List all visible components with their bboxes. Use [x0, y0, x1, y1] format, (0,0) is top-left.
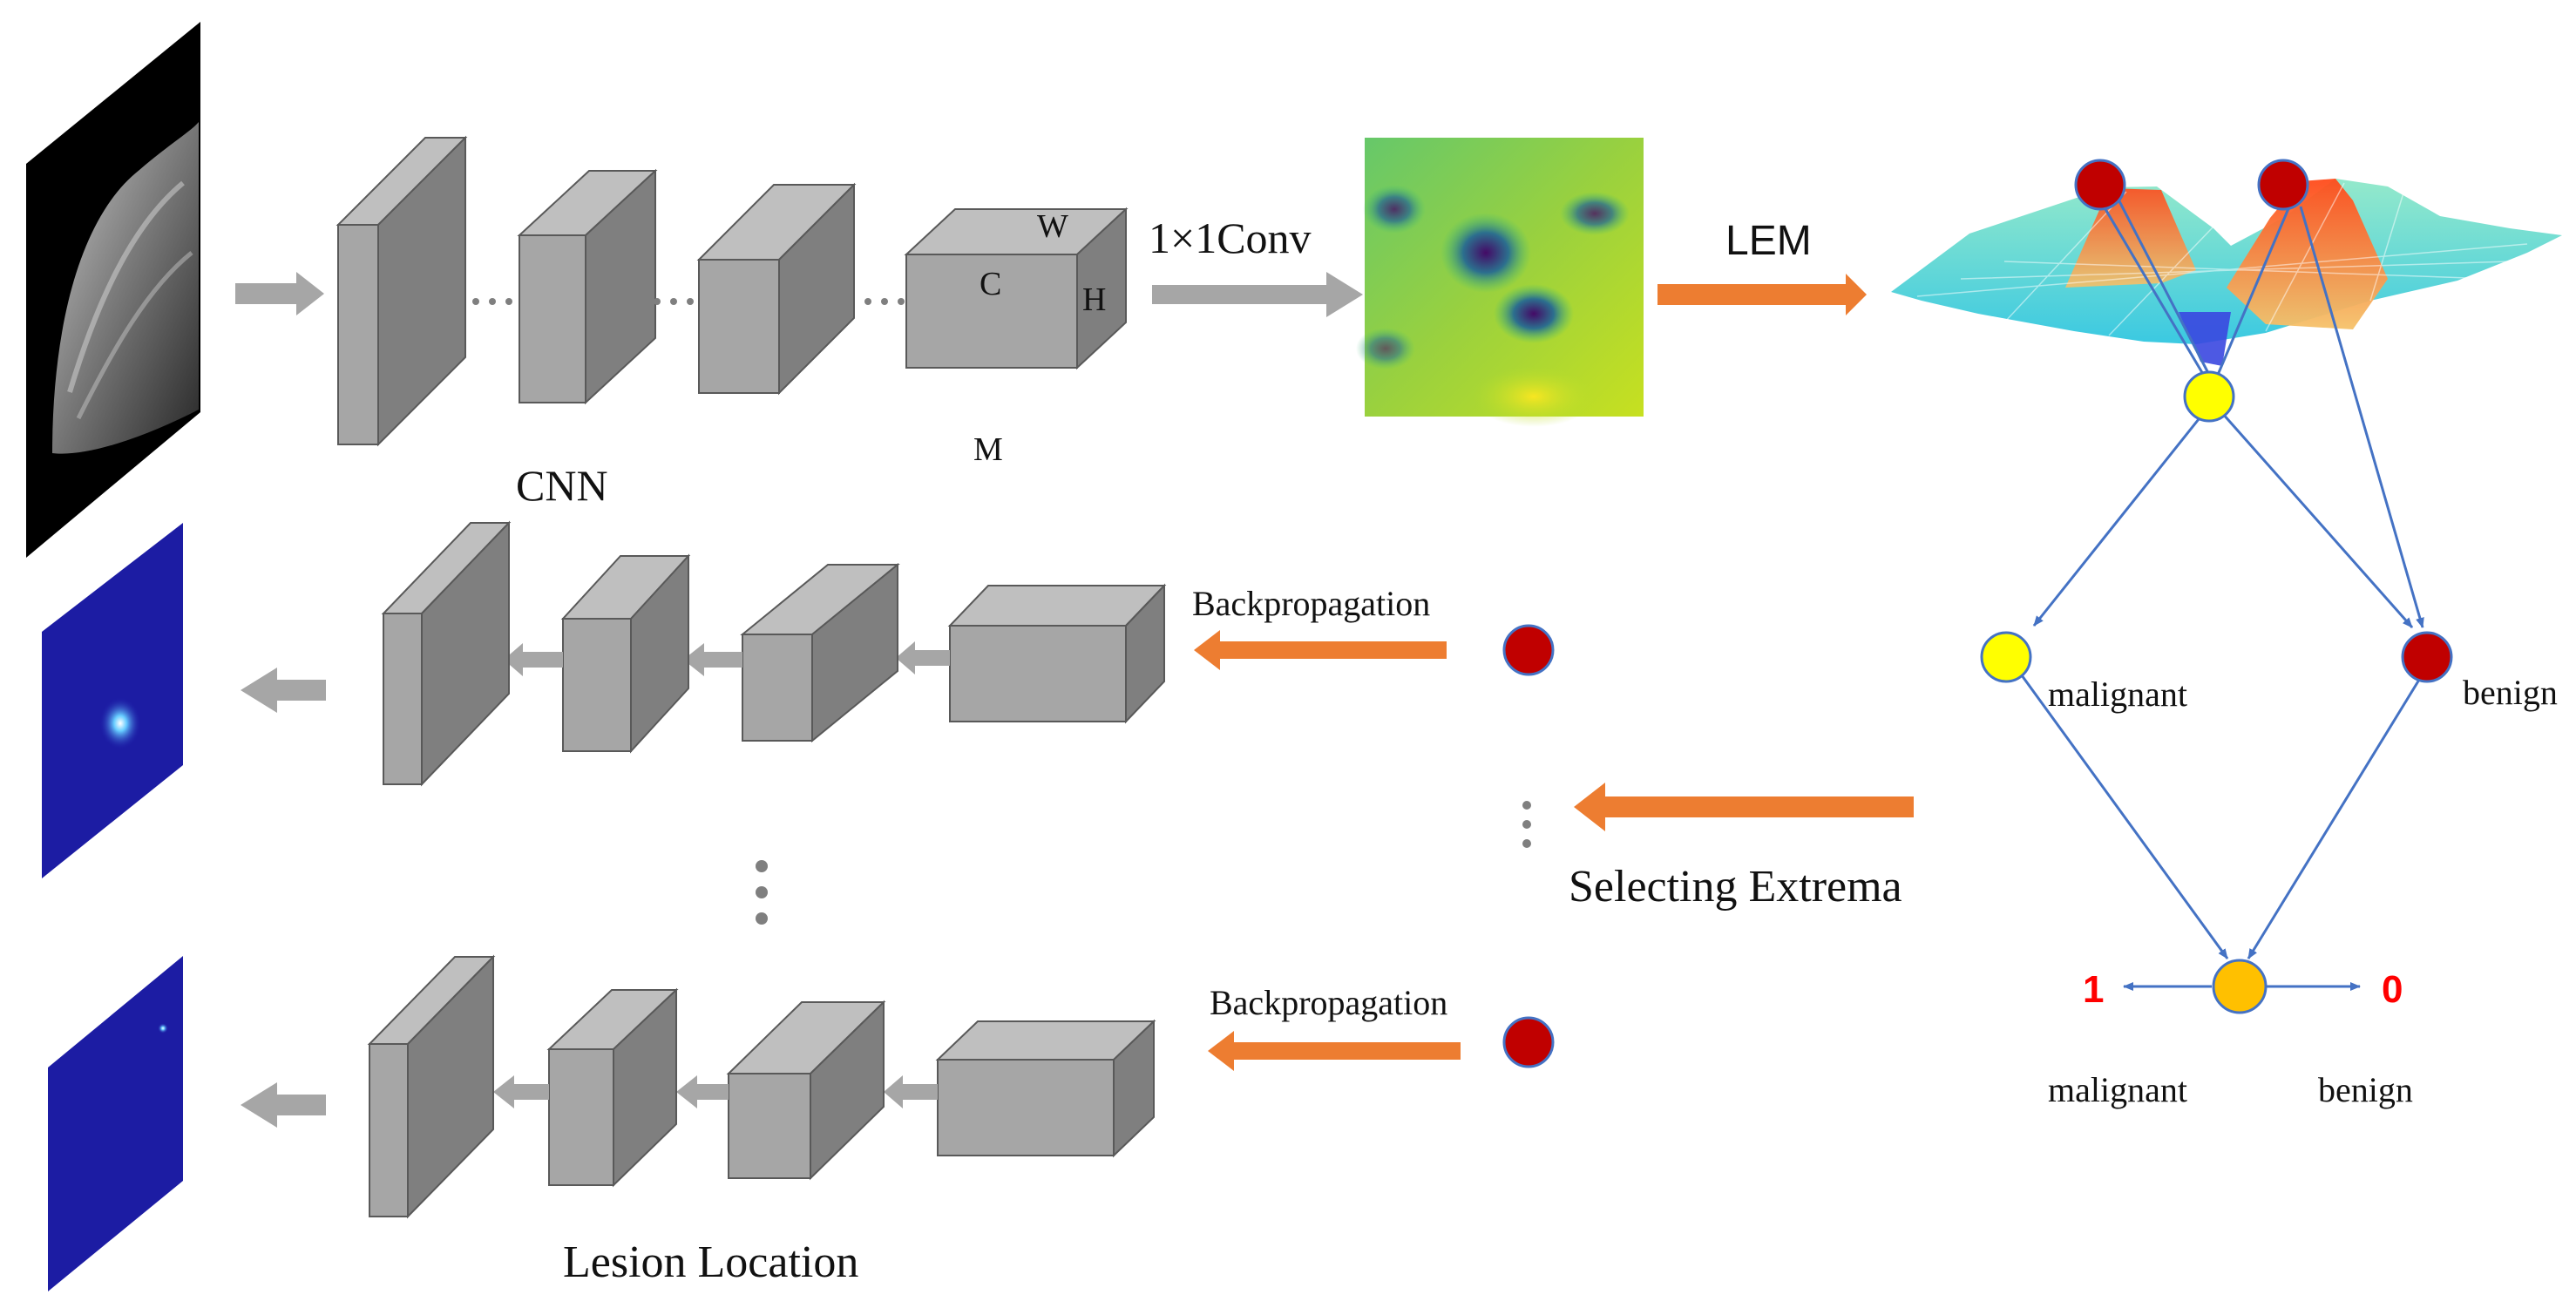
- decoder-block-top-1: [381, 520, 512, 787]
- output-one-label: 1: [2083, 968, 2104, 1011]
- activation-heatmap: [1356, 138, 1644, 427]
- decoder-arrow-bottom-1: [493, 1075, 549, 1108]
- lesion-heatmap-bottom: [48, 956, 183, 1291]
- conv-arrow: [1152, 272, 1363, 317]
- feature-width-label: W: [1037, 208, 1068, 245]
- graph-node-benign: [2401, 631, 2453, 683]
- backprop-bottom-label: Backpropagation: [1210, 983, 1447, 1022]
- decision-graph-edges: [2020, 199, 2424, 991]
- decoder-block-top-3: [740, 562, 900, 743]
- graph-node-yellow-top: [2183, 370, 2235, 423]
- branch-ellipsis: [756, 860, 768, 925]
- graph-node-malignant: [1980, 631, 2032, 683]
- lesion-heatmap-top: [42, 523, 183, 878]
- decoder-block-top-2: [560, 553, 691, 754]
- cnn-layer-2: [517, 168, 658, 405]
- decoder-block-bottom-1: [367, 954, 496, 1219]
- decoder-block-bottom-4: [935, 1019, 1156, 1158]
- cnn-ellipsis-3: [864, 298, 905, 305]
- extrema-ellipsis: [1522, 801, 1531, 848]
- cnn-label: CNN: [516, 461, 608, 510]
- cnn-layer-1: [336, 135, 468, 447]
- backprop-arrow-top: [1194, 630, 1447, 670]
- malignant-bottom-label: malignant: [2048, 1070, 2187, 1109]
- selecting-extrema-arrow: [1574, 783, 1914, 831]
- decoder-arrow-top-3: [896, 641, 950, 674]
- extremum-node-1: [2074, 159, 2126, 211]
- decoder-block-bottom-2: [546, 987, 679, 1188]
- benign-mid-label: benign: [2463, 673, 2558, 712]
- decoder-block-bottom-3: [726, 1000, 886, 1181]
- decoder-arrow-bottom-2: [676, 1075, 729, 1108]
- feature-map-block-m: [904, 207, 1129, 370]
- conv-label: 1×1Conv: [1149, 214, 1312, 262]
- backprop-source-node-bottom: [1502, 1016, 1555, 1068]
- decoder-block-top-4: [947, 583, 1167, 724]
- lesion-location-label: Lesion Location: [563, 1237, 858, 1287]
- output-arrow-bottom: [241, 1082, 326, 1128]
- benign-bottom-label: benign: [2318, 1070, 2413, 1109]
- decoder-arrow-bottom-3: [884, 1075, 938, 1108]
- backprop-top-label: Backpropagation: [1192, 584, 1430, 623]
- mammogram-input-image: [26, 22, 200, 558]
- input-arrow: [235, 272, 324, 315]
- lem-arrow: [1657, 274, 1867, 315]
- decoder-arrow-top-1: [504, 643, 563, 676]
- backprop-source-node-top: [1502, 624, 1555, 676]
- feature-channel-label: C: [980, 266, 1001, 302]
- loss-surface-3d: [1891, 179, 2562, 366]
- output-zero-label: 0: [2382, 968, 2403, 1011]
- backprop-arrow-bottom: [1208, 1031, 1461, 1071]
- lem-label: LEM: [1725, 218, 1812, 264]
- graph-node-output: [2212, 959, 2268, 1014]
- cnn-ellipsis-1: [472, 298, 512, 305]
- cnn-layer-3: [696, 182, 857, 396]
- feature-map-label: M: [973, 431, 1003, 468]
- extremum-node-2: [2257, 159, 2309, 211]
- decoder-arrow-top-2: [683, 643, 742, 676]
- malignant-mid-label: malignant: [2048, 674, 2187, 714]
- feature-height-label: H: [1082, 281, 1106, 318]
- selecting-extrema-label: Selecting Extrema: [1569, 862, 1902, 912]
- output-arrow-top: [241, 668, 326, 713]
- cnn-ellipsis-2: [654, 298, 694, 305]
